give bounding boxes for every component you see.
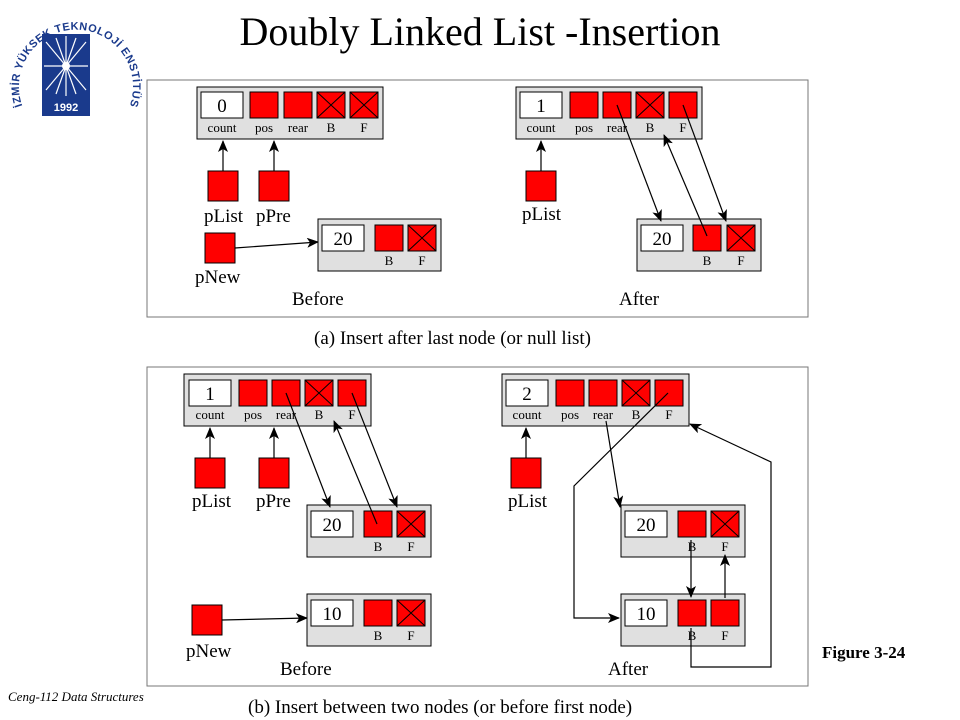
svg-text:B: B: [385, 253, 394, 268]
svg-text:F: F: [721, 539, 728, 554]
svg-text:F: F: [407, 628, 414, 643]
ppre-pointer-a-before: [258, 170, 290, 202]
svg-text:1: 1: [536, 96, 546, 117]
svg-text:20: 20: [334, 229, 353, 250]
svg-text:pNew: pNew: [195, 267, 241, 288]
svg-text:B: B: [646, 120, 655, 135]
pnew-pointer-b: [191, 604, 223, 636]
svg-text:count: count: [208, 120, 237, 135]
svg-text:F: F: [360, 120, 367, 135]
svg-text:rear: rear: [607, 120, 628, 135]
svg-text:F: F: [737, 253, 744, 268]
svg-text:2: 2: [522, 384, 532, 405]
slide-title: Doubly Linked List -Insertion: [239, 9, 721, 54]
plist-pointer-a-after: [525, 170, 557, 202]
svg-text:rear: rear: [276, 407, 297, 422]
node-20-b-before: 20 B F: [306, 504, 432, 558]
svg-text:rear: rear: [593, 407, 614, 422]
node-10-b-before: 10 B F: [306, 593, 432, 647]
plist-pointer-b-after: [510, 457, 542, 489]
footer-text: Ceng-112 Data Structures: [8, 689, 144, 704]
svg-text:F: F: [407, 539, 414, 554]
ppre-pointer-b-before: [258, 457, 290, 489]
svg-text:B: B: [374, 628, 383, 643]
caption-b: (b) Insert between two nodes (or before …: [248, 697, 632, 718]
figure-label: Figure 3-24: [822, 643, 906, 662]
svg-text:pNew: pNew: [186, 641, 232, 662]
new-node-a-before: 20 B F: [317, 218, 442, 272]
svg-text:pPre: pPre: [256, 206, 291, 227]
head-node-b-before: 1 count pos rear B F: [183, 373, 372, 427]
svg-text:B: B: [374, 539, 383, 554]
svg-text:rear: rear: [288, 120, 309, 135]
svg-text:pos: pos: [255, 120, 273, 135]
svg-text:B: B: [703, 253, 712, 268]
node-10-b-after: 10 B F: [620, 593, 746, 647]
svg-text:F: F: [418, 253, 425, 268]
before-label-a: Before: [292, 289, 344, 310]
svg-text:F: F: [665, 407, 672, 422]
svg-text:1: 1: [205, 384, 215, 405]
after-label-b: After: [608, 659, 649, 680]
head-node-a-before: 0 count pos rear B F: [196, 86, 384, 140]
svg-text:10: 10: [637, 604, 656, 625]
node-20-b-after: 20 B F: [620, 504, 746, 558]
svg-text:count: count: [513, 407, 542, 422]
before-label-b: Before: [280, 659, 332, 680]
svg-text:20: 20: [323, 515, 342, 536]
svg-text:20: 20: [637, 515, 656, 536]
svg-text:0: 0: [217, 96, 227, 117]
svg-text:F: F: [721, 628, 728, 643]
svg-text:B: B: [327, 120, 336, 135]
svg-text:pList: pList: [192, 491, 232, 512]
svg-text:count: count: [196, 407, 225, 422]
svg-text:20: 20: [653, 229, 672, 250]
svg-text:pPre: pPre: [256, 491, 291, 512]
svg-text:pList: pList: [522, 204, 562, 225]
svg-text:pos: pos: [561, 407, 579, 422]
svg-text:B: B: [315, 407, 324, 422]
svg-text:pList: pList: [204, 206, 244, 227]
svg-text:count: count: [527, 120, 556, 135]
svg-text:F: F: [679, 120, 686, 135]
head-node-a-after: 1 count pos rear B F: [515, 86, 703, 140]
svg-text:pos: pos: [244, 407, 262, 422]
institute-logo: İZMİR YÜKSEK TEKNOLOJİ ENSTİTÜSÜ 1992: [0, 0, 142, 116]
plist-pointer-a-before: [207, 170, 239, 202]
svg-text:B: B: [688, 628, 697, 643]
svg-text:10: 10: [323, 604, 342, 625]
after-label-a: After: [619, 289, 660, 310]
svg-text:B: B: [688, 539, 697, 554]
node-a-after: 20 B F: [636, 218, 762, 272]
head-node-b-after: 2 count pos rear B F: [501, 373, 690, 427]
plist-pointer-b-before: [194, 457, 226, 489]
svg-text:pList: pList: [508, 491, 548, 512]
svg-text:B: B: [632, 407, 641, 422]
svg-text:pos: pos: [575, 120, 593, 135]
pnew-pointer-a: [204, 232, 236, 264]
caption-a: (a) Insert after last node (or null list…: [314, 328, 591, 349]
logo-year: 1992: [54, 102, 78, 114]
svg-text:F: F: [348, 407, 355, 422]
